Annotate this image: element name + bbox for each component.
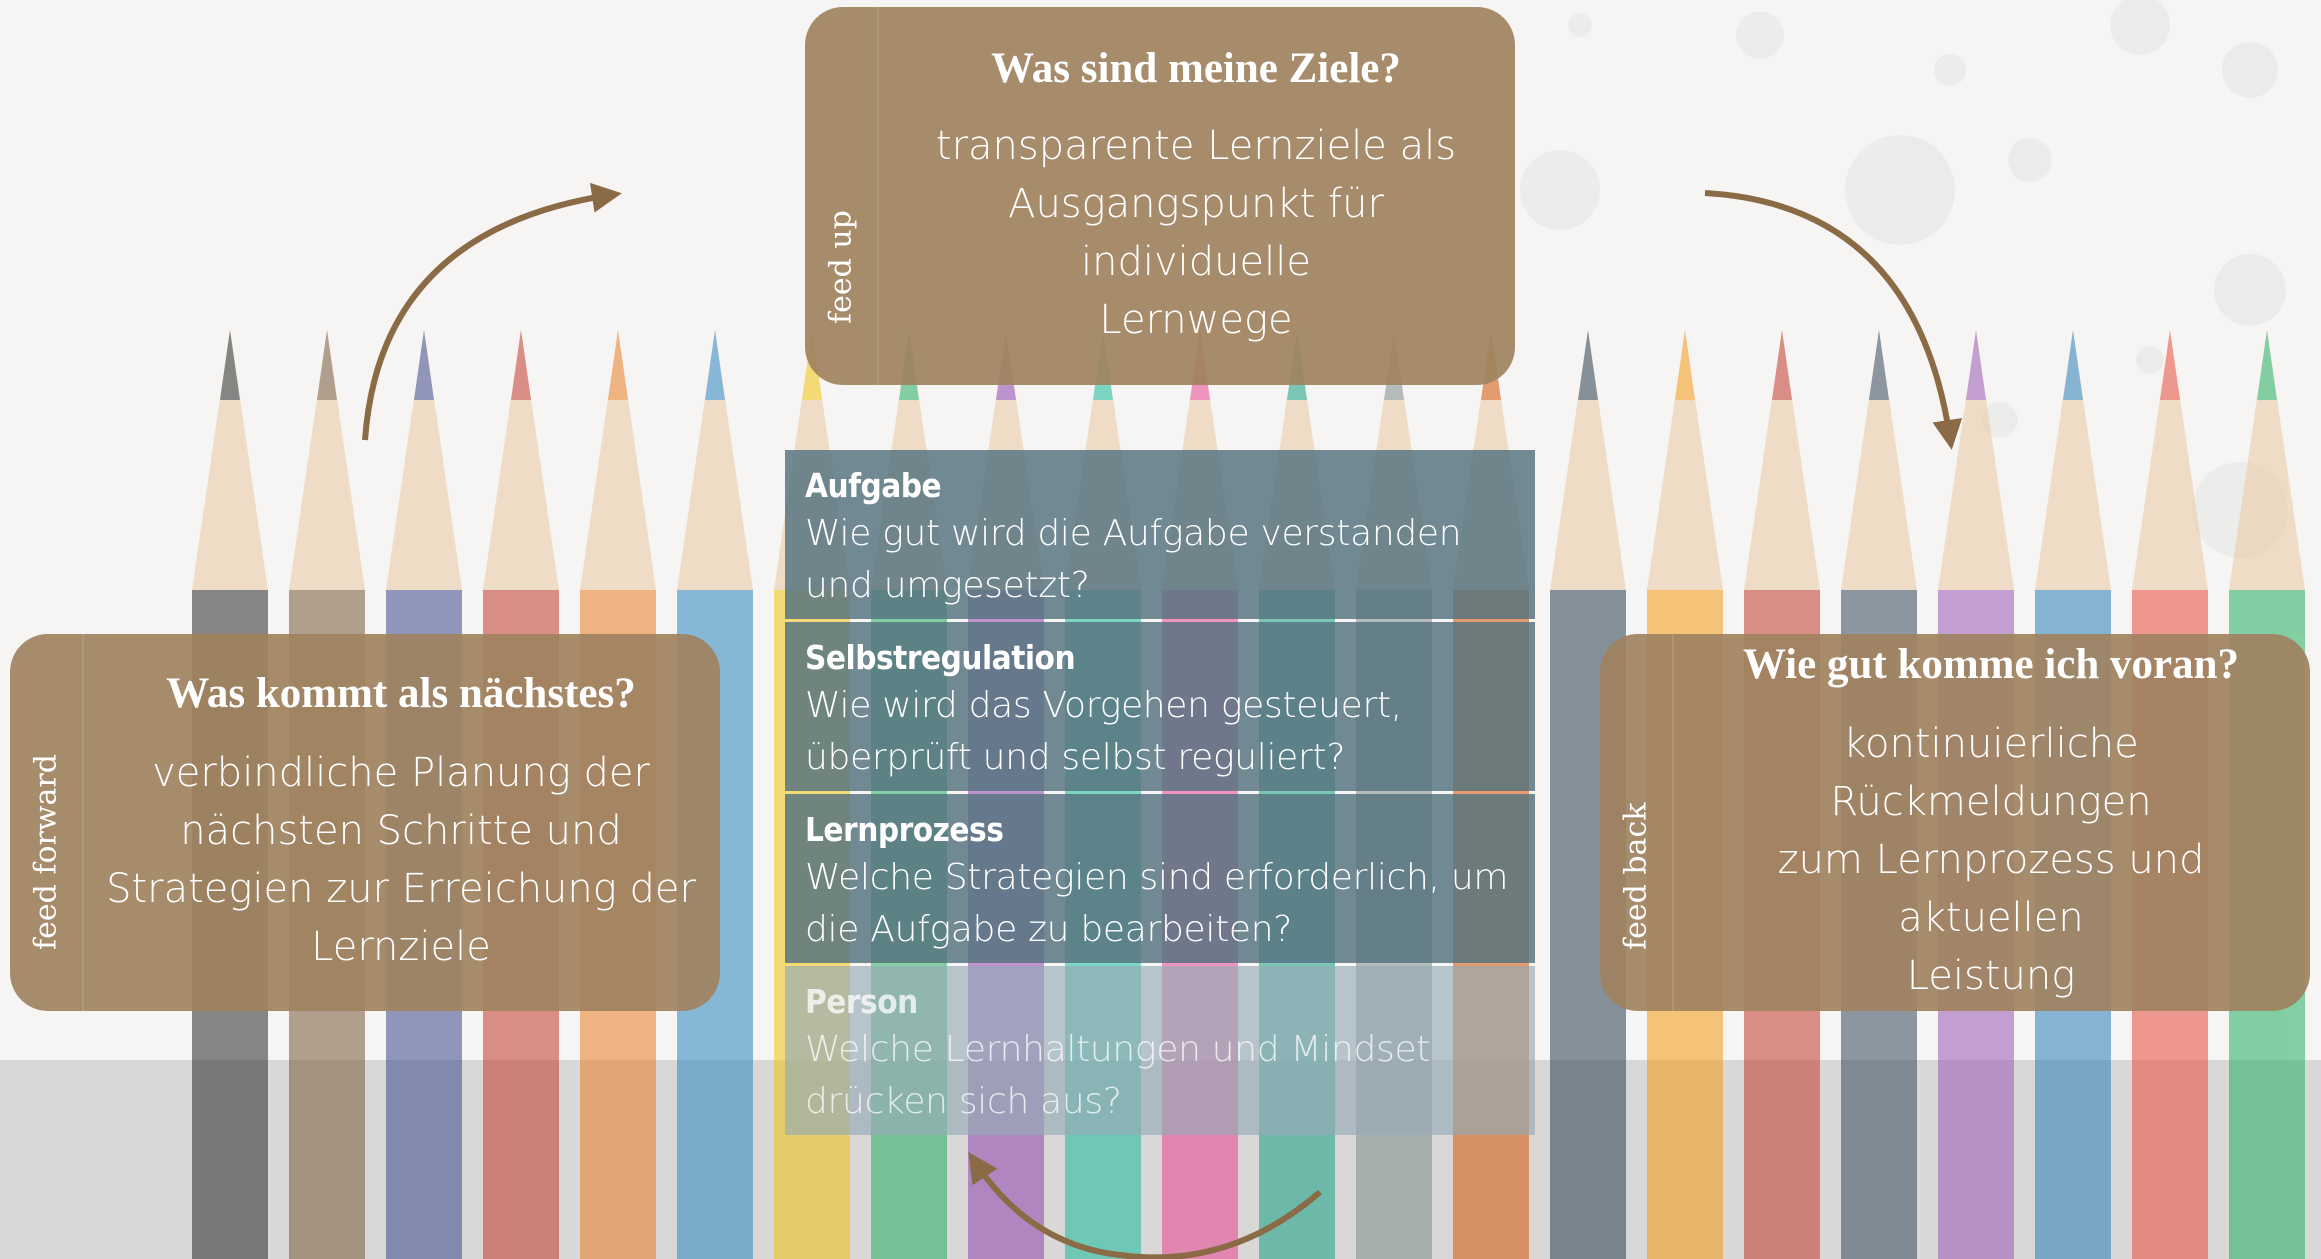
feed-back-label: feed back xyxy=(1618,802,1654,950)
feedback-levels-panel: Aufgabe Wie gut wird die Aufgabe verstan… xyxy=(785,450,1535,1138)
level-lernprozess: Lernprozess Welche Strategien sind erfor… xyxy=(785,794,1535,963)
level-person: Person Welche Lernhaltungen und Mindset … xyxy=(785,966,1535,1135)
feed-forward-side-strip: feed forward xyxy=(10,634,84,1011)
feed-up-question: Was sind meine Ziele? xyxy=(991,44,1401,92)
feed-forward-question: Was kommt als nächstes? xyxy=(166,670,636,717)
feed-up-text: transparente Lernziele als Ausgangspunkt… xyxy=(935,122,1457,343)
level-text: Welche Strategien sind erforderlich, um … xyxy=(805,857,1509,950)
feed-up-card: feed up Was sind meine Ziele? transparen… xyxy=(805,7,1515,385)
feed-up-side-strip: feed up xyxy=(805,7,879,385)
feed-forward-text: verbindliche Planung der nächsten Schrit… xyxy=(106,750,696,970)
level-title: Lernprozess xyxy=(805,810,1004,849)
feed-forward-label: feed forward xyxy=(28,754,64,950)
level-title: Person xyxy=(805,982,918,1021)
level-text: Wie wird das Vorgehen gesteuert, überprü… xyxy=(805,685,1402,778)
level-selbstregulation: Selbstregulation Wie wird das Vorgehen g… xyxy=(785,622,1535,791)
level-title: Aufgabe xyxy=(805,466,942,505)
feed-back-side-strip: feed back xyxy=(1600,634,1674,1011)
level-title: Selbstregulation xyxy=(805,638,1076,677)
level-text: Welche Lernhaltungen und Mindset drücken… xyxy=(805,1029,1431,1122)
feed-back-card: feed back Wie gut komme ich voran? konti… xyxy=(1600,634,2310,1011)
level-aufgabe: Aufgabe Wie gut wird die Aufgabe verstan… xyxy=(785,450,1535,619)
feed-up-label: feed up xyxy=(823,210,859,324)
feed-back-question: Wie gut komme ich voran? xyxy=(1742,641,2240,688)
feed-back-text: kontinuierliche Rückmeldungen zum Lernpr… xyxy=(1777,721,2205,999)
level-text: Wie gut wird die Aufgabe verstanden und … xyxy=(805,513,1462,606)
feed-forward-card: feed forward Was kommt als nächstes? ver… xyxy=(10,634,720,1011)
